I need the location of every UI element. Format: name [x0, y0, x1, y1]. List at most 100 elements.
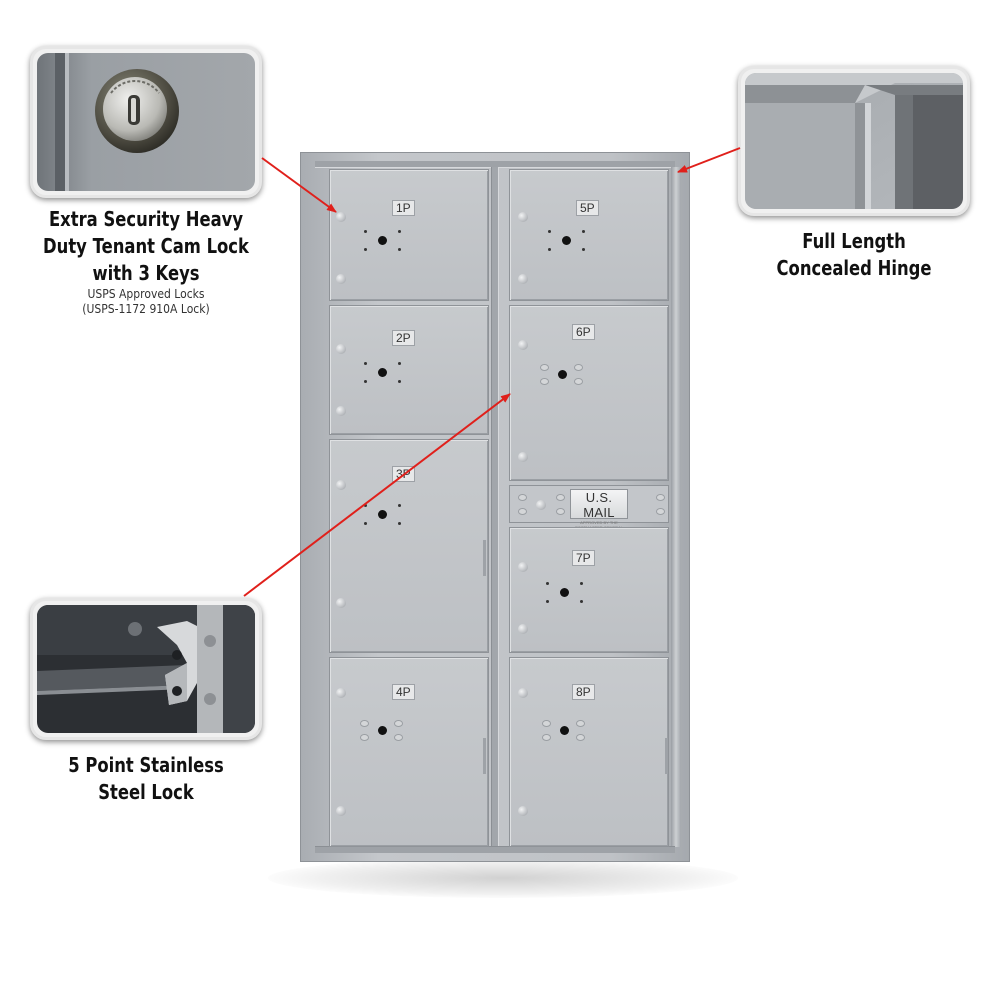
stainless-lock-caption-line: 5 Point Stainless — [68, 753, 224, 777]
pin-dot — [364, 504, 367, 507]
pin-dot — [364, 522, 367, 525]
lock-keyhole — [378, 726, 387, 735]
rivet — [518, 688, 528, 698]
stainless-lock-caption: 5 Point Stainless Steel Lock — [20, 752, 272, 806]
rivet — [336, 480, 346, 490]
pin-dot — [582, 248, 585, 251]
frame-bottom — [315, 846, 675, 853]
pin-dot — [360, 720, 369, 727]
rivet — [336, 406, 346, 416]
door-label: 8P — [572, 684, 595, 700]
pin-dot — [656, 494, 665, 501]
pin-dot — [398, 248, 401, 251]
rivet — [518, 212, 528, 222]
cam-lock-photo-frame — [30, 46, 262, 198]
pin-dot — [548, 248, 551, 251]
us-mail-title: U.S. MAIL — [583, 490, 615, 520]
parcel-door-1p[interactable]: 1P — [329, 169, 489, 301]
pin-dot — [582, 230, 585, 233]
pin-dot — [574, 364, 583, 371]
rivet — [336, 688, 346, 698]
lock-keyhole — [378, 510, 387, 519]
rivet — [518, 452, 528, 462]
hinge-strip — [671, 167, 681, 847]
stainless-lock-photo-art — [37, 605, 255, 733]
unit-shadow — [268, 858, 738, 898]
hinge-caption: Full Length Concealed Hinge — [734, 228, 974, 282]
pin-dot — [546, 600, 549, 603]
cam-lock-subcaption-line: (USPS-1172 910A Lock) — [82, 302, 210, 316]
pin-dot — [518, 508, 527, 515]
pin-dot — [548, 230, 551, 233]
door-label: 5P — [576, 200, 599, 216]
rivet — [518, 624, 528, 634]
rivet — [518, 806, 528, 816]
pin-dot — [364, 362, 367, 365]
parcel-door-7p[interactable]: 7P — [509, 527, 669, 653]
pin-dot — [398, 504, 401, 507]
pin-dot — [394, 720, 403, 727]
cam-lock-photo — [37, 53, 255, 191]
pin-dot — [556, 494, 565, 501]
lock-keyhole — [562, 236, 571, 245]
pin-dot — [546, 582, 549, 585]
pin-dot — [518, 494, 527, 501]
rivet — [336, 344, 346, 354]
frame-divider — [491, 167, 499, 847]
rivet — [336, 806, 346, 816]
pin-dot — [398, 380, 401, 383]
pin-dot — [398, 362, 401, 365]
pin-dot — [540, 378, 549, 385]
pin-dot — [580, 600, 583, 603]
lock-keyhole — [378, 236, 387, 245]
parcel-door-8p[interactable]: 8P — [509, 657, 669, 847]
stainless-lock-arrow — [243, 393, 511, 597]
cam-lock-caption-line: Extra Security Heavy — [48, 207, 244, 231]
lock-keyhole — [560, 726, 569, 735]
pin-dot — [542, 734, 551, 741]
parcel-door-2p[interactable]: 2P — [329, 305, 489, 435]
rivet — [536, 500, 546, 510]
pin-dot — [364, 248, 367, 251]
pin-dot — [574, 378, 583, 385]
stainless-lock-photo — [37, 605, 255, 733]
door-label: 6P — [572, 324, 595, 340]
cam-lock-photo-art — [37, 53, 255, 191]
pin-dot — [360, 734, 369, 741]
door-latch — [483, 738, 486, 774]
parcel-door-5p[interactable]: 5P — [509, 169, 669, 301]
cam-lock-caption: Extra Security Heavy Duty Tenant Cam Loc… — [20, 206, 272, 317]
pin-dot — [398, 522, 401, 525]
rivet — [518, 562, 528, 572]
pin-dot — [398, 230, 401, 233]
hinge-photo-art — [745, 73, 963, 209]
parcel-door-4p[interactable]: 4P — [329, 657, 489, 847]
door-latch — [483, 540, 486, 576]
lock-keyhole — [560, 588, 569, 597]
pin-dot — [364, 230, 367, 233]
rivet — [336, 598, 346, 608]
hinge-caption-line: Concealed Hinge — [776, 256, 932, 280]
mailbox-unit: 1P 2P 3P 4P — [300, 152, 690, 862]
door-label: 2P — [392, 330, 415, 346]
pin-dot — [394, 734, 403, 741]
hinge-photo — [745, 73, 963, 209]
pin-dot — [656, 508, 665, 515]
rivet — [336, 212, 346, 222]
door-label: 7P — [572, 550, 595, 566]
rivet — [518, 340, 528, 350]
lock-keyhole — [558, 370, 567, 379]
cam-lock-arrow — [261, 157, 337, 213]
parcel-door-6p[interactable]: 6P — [509, 305, 669, 481]
hinge-arrow — [677, 147, 741, 173]
lock-keyhole — [378, 368, 387, 377]
stainless-lock-photo-frame — [30, 598, 262, 740]
door-label: 4P — [392, 684, 415, 700]
pin-dot — [364, 380, 367, 383]
pin-dot — [556, 508, 565, 515]
rivet — [336, 274, 346, 284]
pin-dot — [576, 734, 585, 741]
pin-dot — [576, 720, 585, 727]
cam-lock-caption-line: Duty Tenant Cam Lock — [43, 234, 249, 258]
